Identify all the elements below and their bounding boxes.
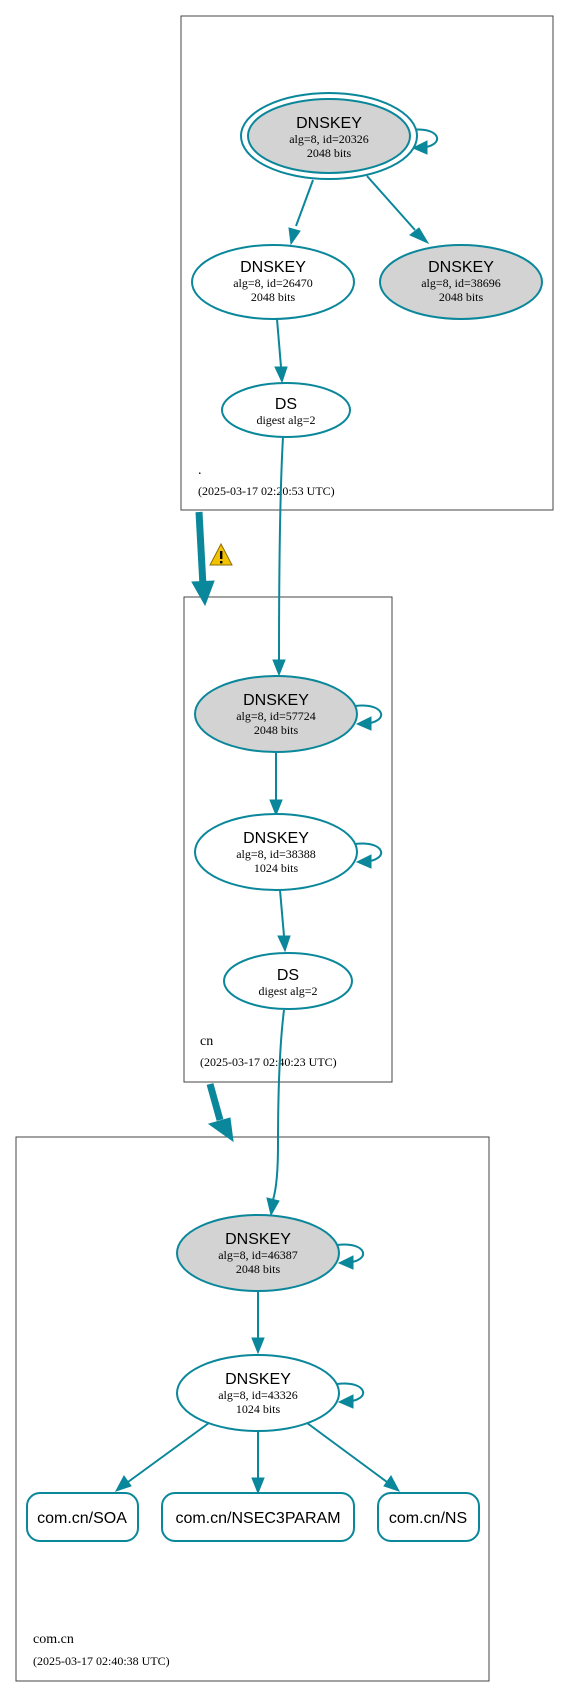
zone-cn-timestamp: (2025-03-17 02:40:23 UTC) xyxy=(200,1055,337,1069)
root-dnskey-ksk-20326: DNSKEY alg=8, id=20326 2048 bits xyxy=(240,92,418,180)
comcn-dnskey-43326: DNSKEY alg=8, id=43326 1024 bits xyxy=(176,1354,340,1432)
delegation-arrow-cn-comcn xyxy=(206,1083,234,1143)
edge-comcn-ksk-to-zsk xyxy=(251,1291,265,1355)
rrset-label: com.cn/SOA xyxy=(37,1510,127,1527)
node-title: DS xyxy=(277,967,299,984)
cn-dnskey-ksk-57724: DNSKEY alg=8, id=57724 2048 bits xyxy=(194,675,358,753)
zone-comcn-timestamp: (2025-03-17 02:40:38 UTC) xyxy=(33,1654,170,1668)
rrset-soa: com.cn/SOA xyxy=(26,1492,139,1542)
node-title: DS xyxy=(275,396,297,413)
root-ds-node: DS digest alg=2 xyxy=(221,382,351,438)
edge-root-zsk-to-ds xyxy=(274,318,288,384)
node-detail: 1024 bits xyxy=(236,1402,281,1416)
zone-comcn-box xyxy=(15,1136,490,1682)
node-title: DNSKEY xyxy=(428,259,494,276)
edge-root-ksk-to-key3 xyxy=(366,175,430,245)
delegation-arrow-root-cn xyxy=(191,511,215,607)
edge-cn-zsk-to-ds xyxy=(277,889,291,953)
root-dnskey-26470: DNSKEY alg=8, id=26470 2048 bits xyxy=(191,244,355,320)
node-detail: 2048 bits xyxy=(236,1262,281,1276)
node-detail: alg=8, id=46387 xyxy=(218,1248,298,1262)
edge-root-ksk-to-zsk xyxy=(288,179,314,246)
node-detail: alg=8, id=26470 xyxy=(233,276,313,290)
node-detail: 2048 bits xyxy=(307,146,352,160)
rrset-label: com.cn/NS xyxy=(389,1510,467,1527)
zone-root-box xyxy=(180,15,554,511)
zone-comcn-label: com.cn xyxy=(33,1632,74,1647)
root-dnskey-38696: DNSKEY alg=8, id=38696 2048 bits xyxy=(379,244,543,320)
node-detail: digest alg=2 xyxy=(256,413,315,427)
rrset-nsec3param: com.cn/NSEC3PARAM xyxy=(161,1492,355,1542)
node-detail: 2048 bits xyxy=(439,290,484,304)
edge-cn-ds-to-comcn-ksk xyxy=(266,1009,285,1217)
edge-comcn-zsk-to-ns xyxy=(302,1419,401,1492)
selfloop-comcn-ksk xyxy=(336,1243,365,1270)
node-detail: 2048 bits xyxy=(254,723,299,737)
node-detail: 2048 bits xyxy=(251,290,296,304)
zone-root-label: . xyxy=(198,463,202,478)
selfloop-comcn-zsk xyxy=(336,1382,365,1409)
warning-triangle-icon xyxy=(209,542,233,566)
node-detail: alg=8, id=43326 xyxy=(218,1388,298,1402)
edge-cn-ksk-to-zsk xyxy=(269,752,283,817)
node-title: DNSKEY xyxy=(240,259,306,276)
edge-root-ds-to-cn-ksk xyxy=(272,436,286,677)
node-detail: alg=8, id=38696 xyxy=(421,276,501,290)
comcn-dnskey-ksk-46387: DNSKEY alg=8, id=46387 2048 bits xyxy=(176,1214,340,1292)
zone-root-timestamp: (2025-03-17 02:20:53 UTC) xyxy=(198,484,335,498)
node-detail: alg=8, id=20326 xyxy=(289,132,369,146)
node-detail: alg=8, id=38388 xyxy=(236,847,316,861)
node-title: DNSKEY xyxy=(225,1231,291,1248)
selfloop-root-ksk xyxy=(410,128,439,155)
node-detail: digest alg=2 xyxy=(258,984,317,998)
node-detail: 1024 bits xyxy=(254,861,299,875)
selfloop-cn-zsk xyxy=(354,842,383,869)
selfloop-cn-ksk xyxy=(354,704,383,731)
rrset-label: com.cn/NSEC3PARAM xyxy=(175,1510,340,1527)
node-title: DNSKEY xyxy=(243,830,309,847)
node-detail: alg=8, id=57724 xyxy=(236,709,316,723)
node-title: DNSKEY xyxy=(243,692,309,709)
edge-comcn-zsk-to-soa xyxy=(114,1419,214,1492)
cn-ds-node: DS digest alg=2 xyxy=(223,952,353,1010)
node-title: DNSKEY xyxy=(225,1371,291,1388)
cn-dnskey-38388: DNSKEY alg=8, id=38388 1024 bits xyxy=(194,813,358,891)
zone-cn-box xyxy=(183,596,393,1083)
node-title: DNSKEY xyxy=(296,115,362,132)
edge-comcn-zsk-to-nsec3param xyxy=(251,1432,265,1495)
rrset-ns: com.cn/NS xyxy=(377,1492,480,1542)
zone-cn-label: cn xyxy=(200,1034,213,1049)
